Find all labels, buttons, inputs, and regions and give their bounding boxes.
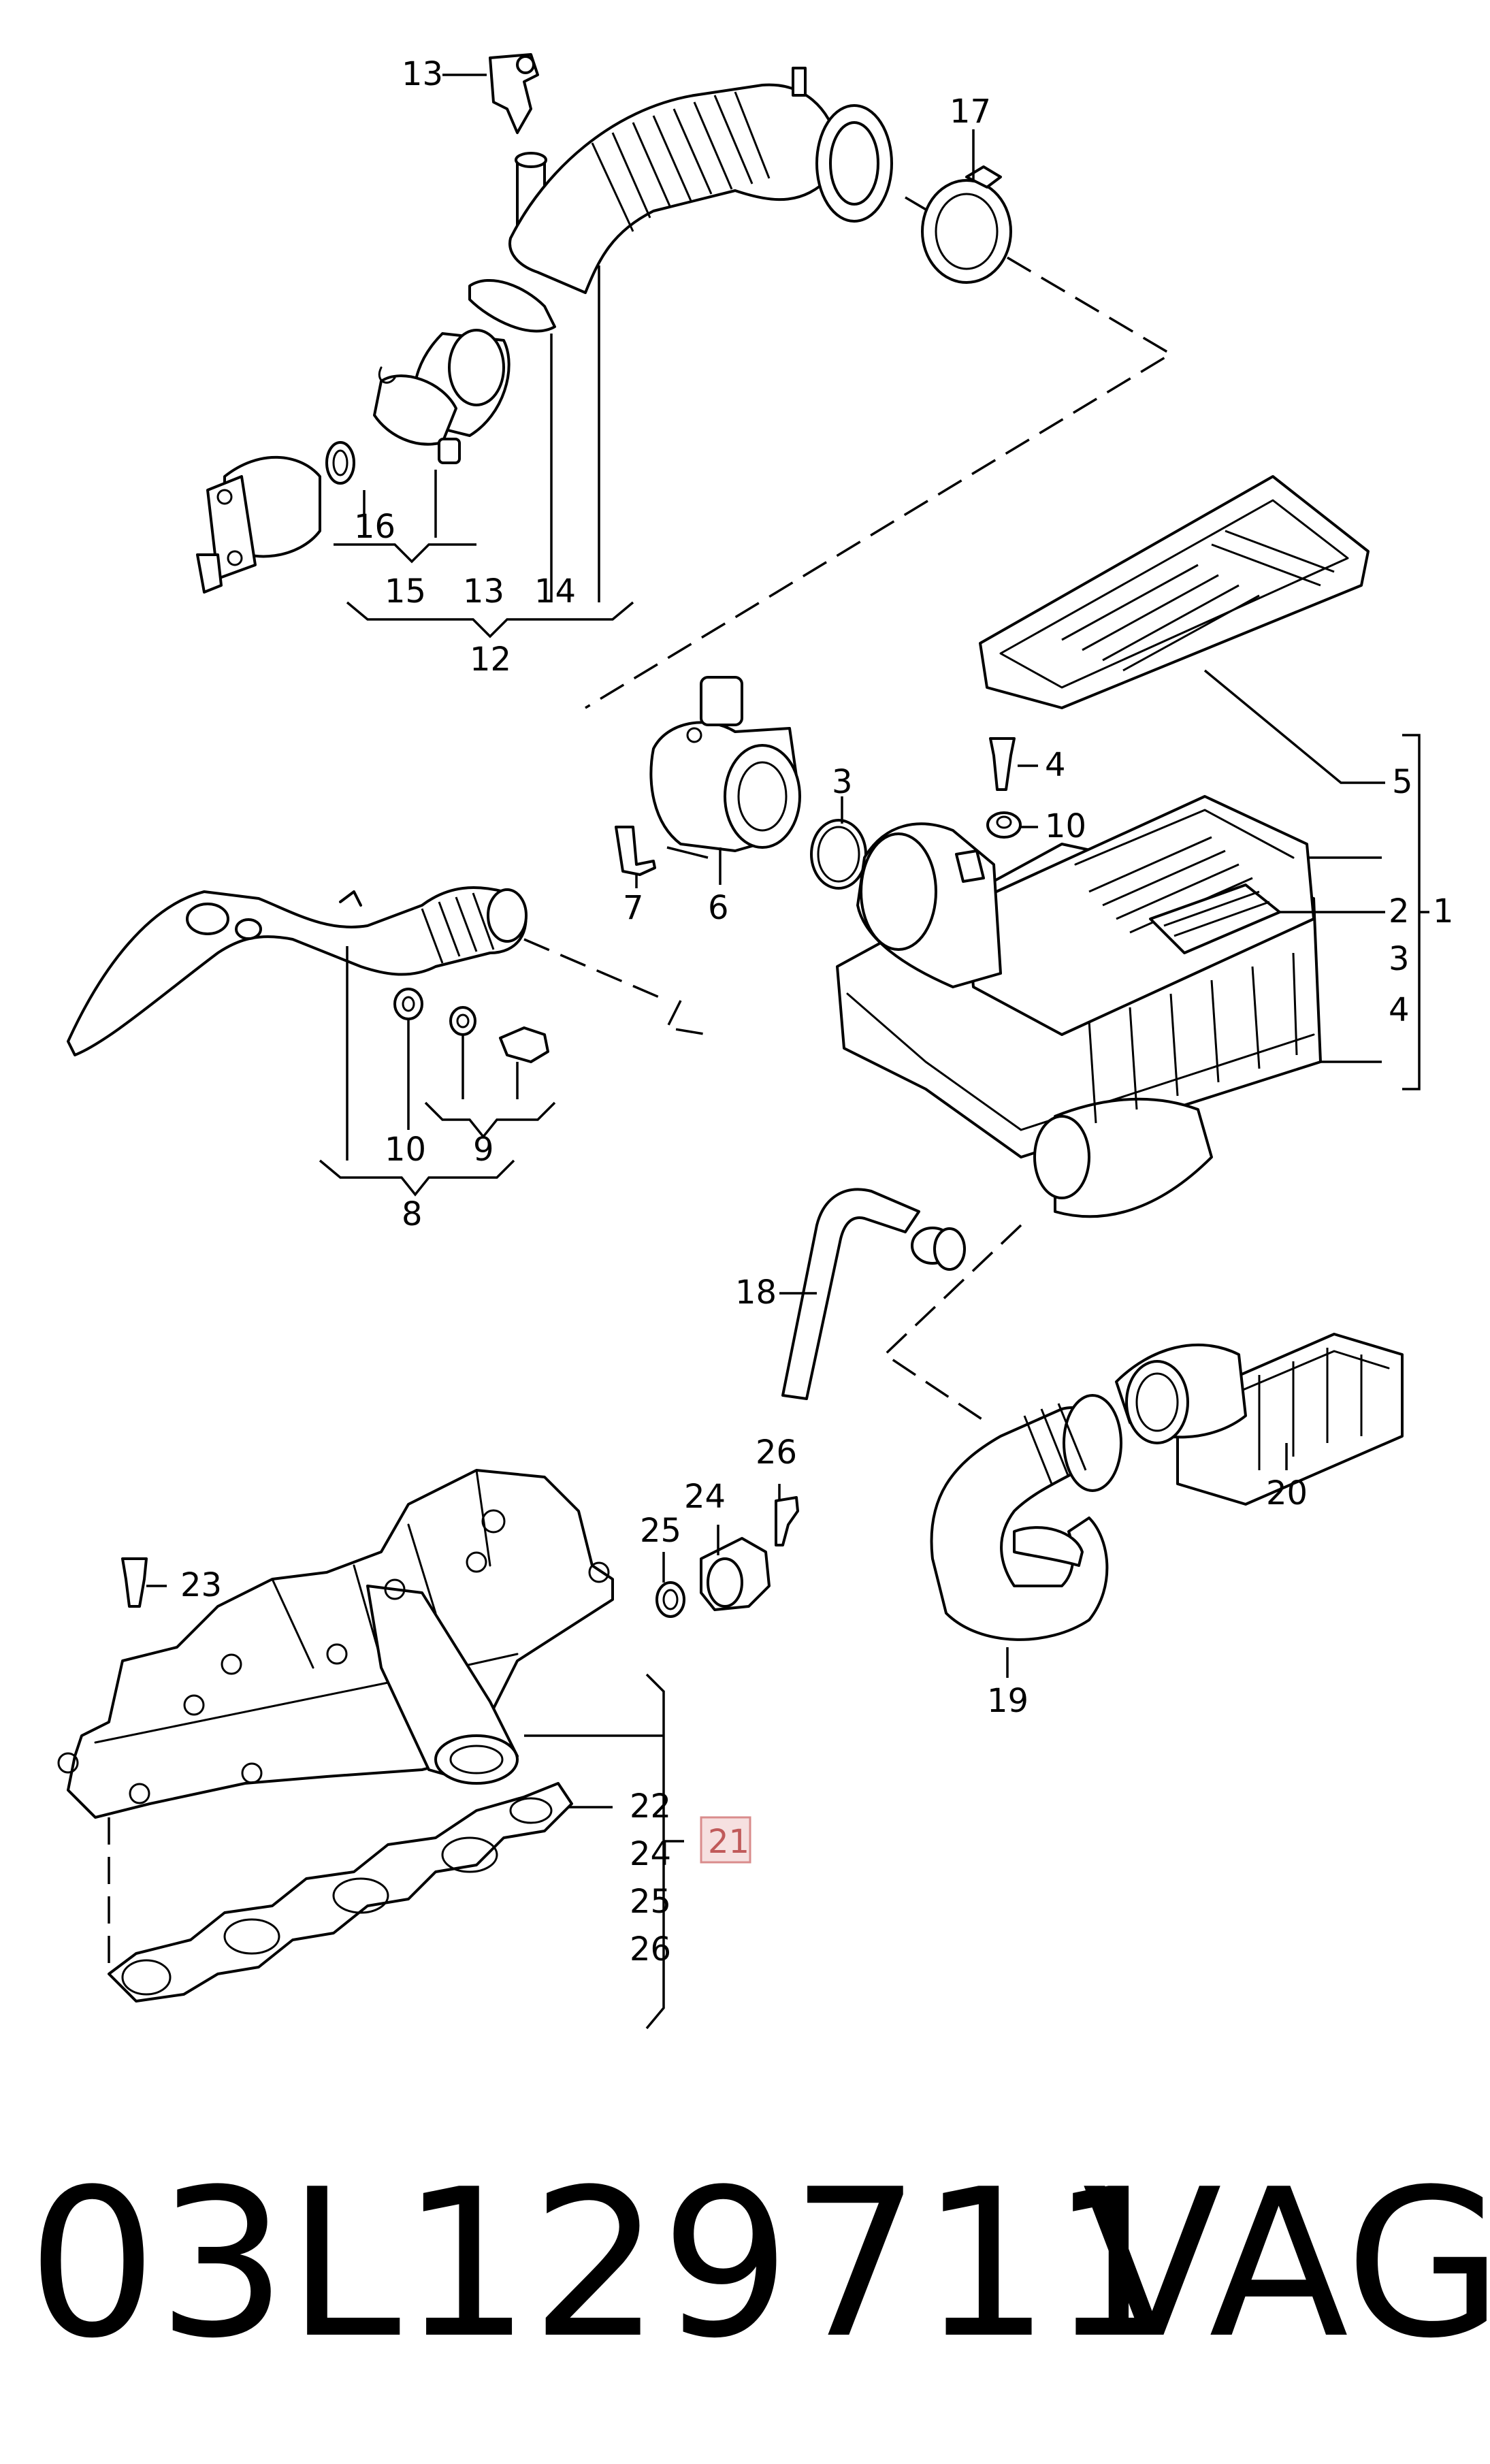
brand-name: VAG: [1082, 2145, 1490, 2383]
manifold-gasket-22: [108, 1782, 573, 2003]
hose-ribs: [591, 91, 771, 232]
callout-26-list: 26: [630, 1930, 671, 1968]
callout-4-bolt: 4: [1045, 746, 1066, 784]
maf-sensor: [615, 676, 867, 890]
callout-10-grommet: 10: [1045, 807, 1086, 845]
left-hose-ribs: [421, 892, 495, 964]
hose-19-ribs: [1023, 1403, 1087, 1485]
air-guide-20: [1115, 1333, 1404, 1506]
air-filter-lid: [979, 475, 1370, 709]
callout-3-ring: 3: [832, 763, 853, 801]
callout-9: 9: [473, 1131, 494, 1169]
callout-10-hose: 10: [385, 1131, 426, 1169]
callout-4-list: 4: [1389, 991, 1410, 1029]
callout-12: 12: [470, 641, 511, 679]
callout-7: 7: [623, 889, 644, 927]
hose-clamp-17: [921, 165, 1012, 284]
intake-hose-19: [930, 1394, 1122, 1641]
callout-15: 15: [385, 572, 426, 611]
small-hose-18: [781, 1188, 966, 1400]
callout-24-top: 24: [684, 1478, 726, 1516]
leader-lines: [108, 74, 1429, 2030]
air-filter-housing: [836, 737, 1322, 1218]
callout-labels: 13 17 16 15 13 14 12 5 4 10 3 2 1 3 4 7 …: [180, 55, 1454, 1968]
callout-5: 5: [1392, 763, 1413, 801]
upper-hose-assembly: [196, 53, 893, 594]
callout-20: 20: [1266, 1474, 1308, 1512]
callout-19: 19: [987, 1682, 1029, 1720]
callout-25-list: 25: [630, 1883, 671, 1921]
callout-25-top: 25: [640, 1512, 681, 1550]
callout-13-mid: 13: [463, 572, 504, 611]
callout-3-list: 3: [1389, 940, 1410, 978]
left-intake-hose: [67, 886, 549, 1063]
sensor-assembly-24: [655, 1496, 799, 1618]
callout-24-list: 24: [630, 1835, 671, 1873]
callout-23: 23: [180, 1566, 222, 1604]
callout-14: 14: [534, 572, 576, 611]
callout-26-top: 26: [756, 1433, 797, 1472]
callout-22: 22: [630, 1787, 671, 1826]
callout-18: 18: [735, 1274, 777, 1312]
callout-21-highlight: [700, 1816, 751, 1864]
callout-16: 16: [354, 508, 395, 546]
footer: 03L129711 VAG: [27, 2145, 1490, 2383]
callout-6: 6: [708, 889, 729, 927]
callout-17: 17: [950, 93, 991, 131]
intake-manifold-21: [57, 1469, 614, 1819]
callout-13-top: 13: [402, 55, 443, 93]
callout-2: 2: [1389, 892, 1410, 930]
part-number: 03L129711: [27, 2145, 1180, 2383]
callout-1: 1: [1433, 892, 1454, 930]
callout-21: 21: [708, 1823, 749, 1861]
callout-8: 8: [402, 1195, 423, 1233]
